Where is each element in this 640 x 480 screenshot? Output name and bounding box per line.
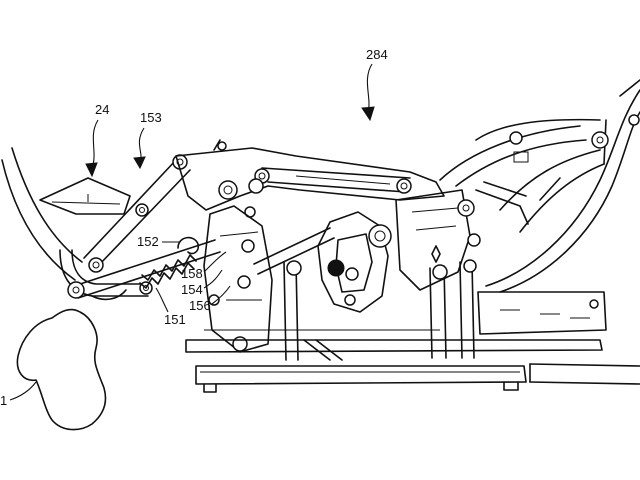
leader-156 — [211, 285, 231, 305]
base-bar — [185, 291, 607, 353]
right-plate — [395, 189, 481, 291]
label-153: 153 — [140, 110, 162, 125]
label-158: 158 — [181, 266, 203, 281]
curved-rail — [485, 79, 640, 293]
label-154: 154 — [181, 282, 203, 297]
leader-158 — [203, 251, 227, 273]
arrow-153 — [133, 156, 146, 170]
upper-link-plate — [175, 147, 445, 211]
label-1: 1 — [0, 393, 7, 408]
label-284: 284 — [366, 47, 388, 62]
hook-152 — [177, 236, 200, 255]
leader-154 — [203, 269, 223, 289]
support-blob — [16, 308, 107, 431]
arrow-24 — [85, 162, 98, 178]
floor-rail — [195, 363, 640, 393]
arrow-284 — [361, 106, 375, 122]
vertical-posts — [283, 259, 477, 361]
left-frame-arc — [1, 147, 83, 281]
label-156: 156 — [189, 298, 211, 313]
leader-151 — [155, 287, 169, 313]
footrest-hook-link — [59, 249, 149, 301]
leader-284 — [366, 63, 373, 113]
leader-24 — [91, 119, 99, 169]
back-link-assembly — [439, 118, 609, 233]
label-152: 152 — [137, 234, 159, 249]
label-151: 151 — [164, 312, 186, 327]
cam-mechanism — [253, 211, 392, 313]
leader-1 — [9, 381, 37, 401]
footrest-bracket — [39, 177, 131, 215]
spring-154 — [139, 254, 197, 289]
label-24: 24 — [95, 102, 109, 117]
top-pivot-bolts — [213, 139, 264, 218]
